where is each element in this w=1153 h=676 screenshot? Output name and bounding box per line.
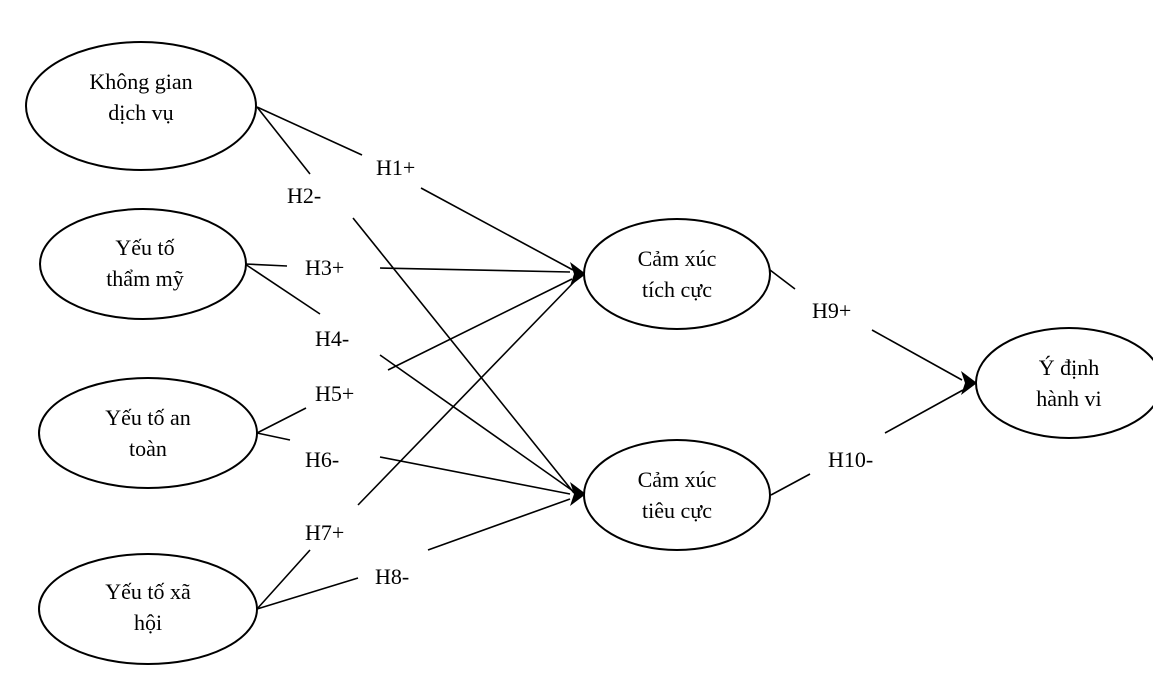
arrowheads	[570, 262, 977, 506]
edge-h6-start	[256, 432, 291, 441]
node-cam-xuc-tich-cuc-line1: Cảm xúc	[638, 246, 717, 271]
edge-h3-start	[244, 263, 288, 267]
edge-h8-end	[427, 498, 571, 551]
label-h5: H5+	[315, 381, 354, 406]
node-yeu-to-an-toan-line1: Yếu tố an	[105, 405, 191, 430]
edge-h8-start	[256, 577, 359, 610]
node-y-dinh-hanh-vi-line2: hành vi	[1036, 386, 1101, 411]
edge-h7-start	[256, 549, 311, 610]
node-yeu-to-an-toan-line2: toàn	[129, 436, 167, 461]
label-h2: H2-	[287, 183, 321, 208]
label-h3: H3+	[305, 255, 344, 280]
edge-h5-start	[256, 407, 307, 434]
edge-h1-end	[420, 187, 574, 271]
node-khong-gian-dich-vu-line1: Không gian	[89, 69, 192, 94]
node-yeu-to-an-toan-shape	[38, 377, 258, 489]
edge-h3-end	[379, 267, 571, 273]
node-y-dinh-hanh-vi-line1: Ý định	[1039, 355, 1100, 380]
node-cam-xuc-tieu-cuc-line2: tiêu cực	[642, 498, 712, 523]
edge-h10-end	[884, 389, 964, 434]
edge-h4-end	[379, 354, 574, 492]
node-yeu-to-tham-my-line1: Yếu tố	[115, 235, 174, 260]
edge-h2-start	[256, 106, 311, 175]
label-h10: H10-	[828, 447, 873, 472]
node-yeu-to-xa-hoi: Yếu tố xã hội	[38, 553, 258, 665]
node-khong-gian-dich-vu-line2: dịch vụ	[108, 100, 173, 125]
edge-h2-end	[352, 217, 575, 494]
node-cam-xuc-tich-cuc: Cảm xúc tích cực	[583, 218, 771, 330]
node-cam-xuc-tich-cuc-shape	[583, 218, 771, 330]
edge-h7-end	[357, 281, 575, 506]
node-yeu-to-xa-hoi-shape	[38, 553, 258, 665]
edge-h4-start	[244, 263, 321, 315]
label-h7: H7+	[305, 520, 344, 545]
label-h4: H4-	[315, 326, 349, 351]
hypothesis-labels: H1+ H2- H3+ H4- H5+ H6- H7+ H8- H9+ H10-	[287, 155, 873, 589]
node-y-dinh-hanh-vi-shape	[975, 327, 1153, 439]
node-khong-gian-dich-vu-shape	[25, 41, 257, 171]
node-y-dinh-hanh-vi: Ý định hành vi	[975, 327, 1153, 439]
node-yeu-to-an-toan: Yếu tố an toàn	[38, 377, 258, 489]
label-h9: H9+	[812, 298, 851, 323]
node-yeu-to-tham-my-shape	[39, 208, 247, 320]
arrowhead-tich-cuc	[570, 262, 586, 286]
arrowhead-y-dinh	[961, 371, 977, 395]
label-h6: H6-	[305, 447, 339, 472]
edges	[244, 106, 964, 610]
node-khong-gian-dich-vu: Không gian dịch vụ	[25, 41, 257, 171]
arrowhead-tieu-cuc	[570, 482, 586, 506]
edge-h5-end	[387, 278, 573, 371]
label-h1: H1+	[376, 155, 415, 180]
node-yeu-to-tham-my: Yếu tố thẩm mỹ	[39, 208, 247, 320]
node-cam-xuc-tieu-cuc: Cảm xúc tiêu cực	[583, 439, 771, 551]
node-cam-xuc-tieu-cuc-shape	[583, 439, 771, 551]
node-cam-xuc-tieu-cuc-line1: Cảm xúc	[638, 467, 717, 492]
edge-h9-start	[769, 269, 796, 290]
node-cam-xuc-tich-cuc-line2: tích cực	[642, 277, 712, 302]
edge-h1-start	[256, 106, 363, 156]
edge-h9-end	[871, 329, 963, 381]
edge-h10-start	[770, 473, 811, 496]
edge-h6-end	[379, 456, 571, 495]
node-yeu-to-xa-hoi-line1: Yếu tố xã	[105, 579, 191, 604]
node-yeu-to-tham-my-line2: thẩm mỹ	[106, 266, 184, 291]
node-yeu-to-xa-hoi-line2: hội	[134, 610, 162, 635]
label-h8: H8-	[375, 564, 409, 589]
